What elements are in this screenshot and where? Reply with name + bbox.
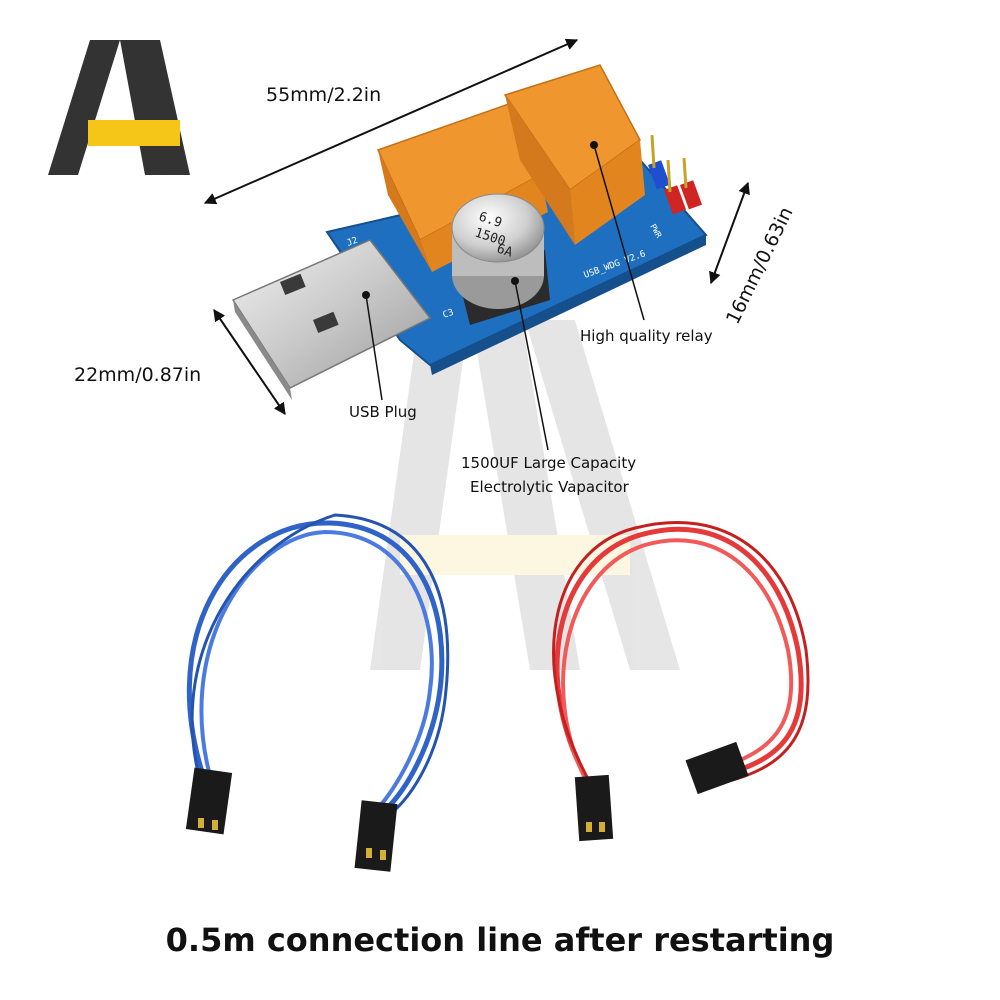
relay-callout-label: High quality relay [580,327,713,345]
svg-text:6.9: 6.9 [477,210,504,232]
usb-plug [231,239,432,400]
capacitor-callout-label-line1: 1500UF Large Capacity [461,454,637,472]
width-dimension-label: 22mm/0.87in [74,364,202,386]
red-cable [552,520,810,792]
red-cable-connector-right [685,741,749,795]
product-caption: 0.5m connection line after restarting [165,921,835,959]
capacitor-callout-label-line2: Electrolytic Vapacitor [470,478,629,496]
blue-cable-connector-right [354,800,398,872]
watermark-logo [370,310,680,670]
electrolytic-capacitor: 6.9 1500 6A [451,193,550,325]
usb-callout-line [365,294,383,401]
width-dimension-arrow [213,309,286,415]
red-cable-connector-left [574,774,614,842]
length-dimension-label: 55mm/2.2in [266,84,382,106]
blue-cable-connector-left [185,767,233,835]
height-dimension-arrow [709,181,750,285]
usb-callout-label: USB Plug [349,403,417,421]
capacitor-callout-line [514,280,549,451]
brand-logo [48,40,190,175]
header-pins [648,134,703,215]
svg-text:C3: C3 [442,308,456,321]
blue-cable [186,513,450,817]
svg-text:6A: 6A [495,242,515,261]
length-dimension-arrow [203,38,579,205]
relay-callout-line [593,144,645,321]
